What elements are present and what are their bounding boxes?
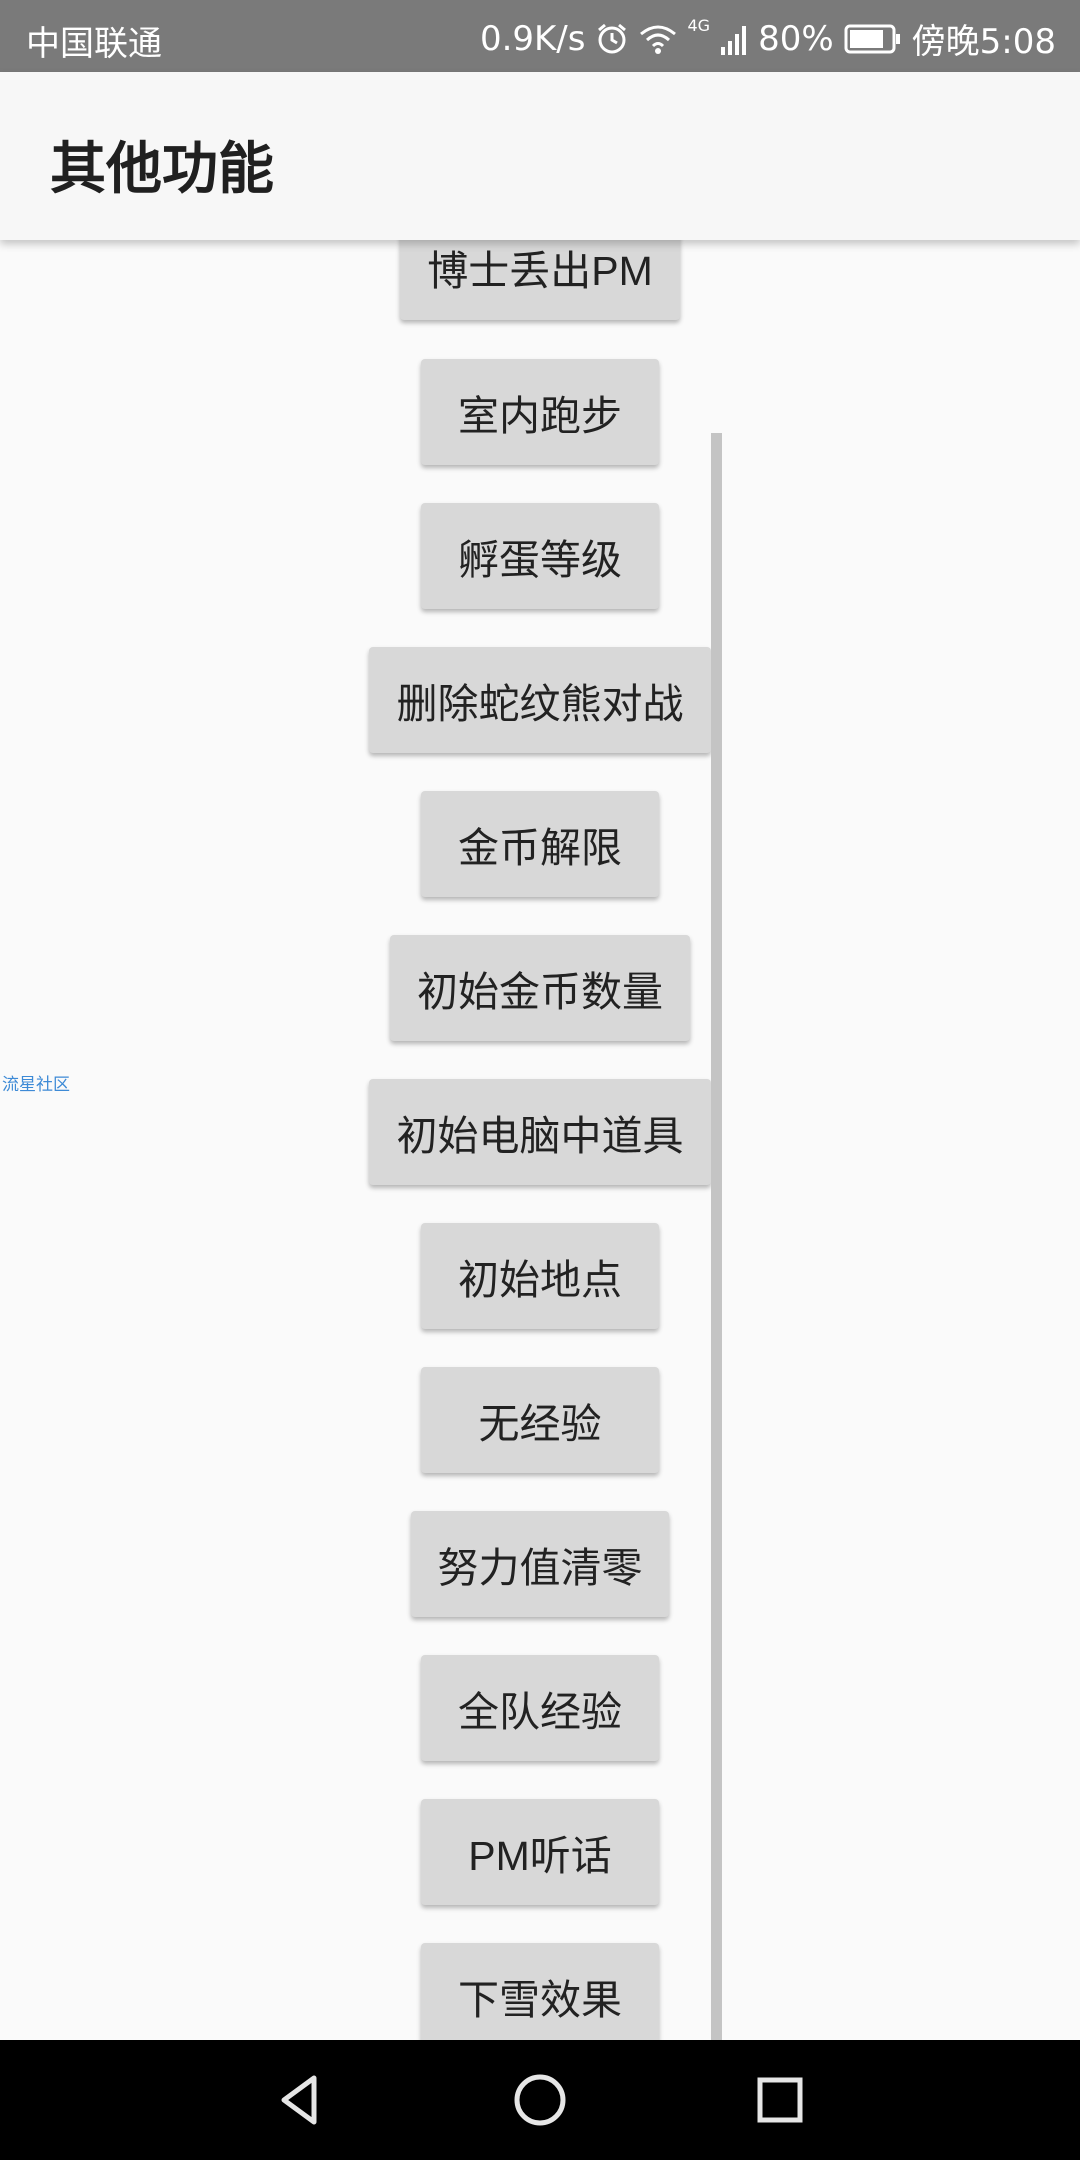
wifi-icon xyxy=(639,23,677,55)
battery-icon xyxy=(844,24,902,54)
recents-icon[interactable] xyxy=(750,2070,810,2130)
button-snow-effect[interactable]: 下雪效果 xyxy=(421,1943,659,2040)
clock: 傍晚5:08 xyxy=(911,22,1056,62)
button-pm-obey[interactable]: PM听话 xyxy=(421,1799,659,1905)
page-title: 其他功能 xyxy=(50,137,274,202)
navigation-bar xyxy=(0,2040,1080,2160)
function-list[interactable]: 博士丢出PM 室内跑步 孵蛋等级 删除蛇纹熊对战 金币解限 初始金币数量 初始电… xyxy=(0,240,1080,2040)
network-speed: 0.9K/s xyxy=(479,18,586,59)
carrier-name: 中国联通 xyxy=(26,24,162,64)
button-indoor-running[interactable]: 室内跑步 xyxy=(421,359,659,465)
button-initial-pc-items[interactable]: 初始电脑中道具 xyxy=(369,1079,711,1185)
battery-percent: 80% xyxy=(758,18,834,59)
app-bar: 其他功能 xyxy=(0,72,1080,240)
button-coin-unlimit[interactable]: 金币解限 xyxy=(421,791,659,897)
community-link[interactable]: 流星社区 xyxy=(2,1075,70,1095)
button-delete-zigzagoon-battle[interactable]: 删除蛇纹熊对战 xyxy=(369,647,711,753)
status-bar-right: 0.9K/s 4G 80% xyxy=(480,14,1056,63)
home-icon[interactable] xyxy=(510,2070,570,2130)
status-bar: 中国联通 0.9K/s 4G xyxy=(0,0,1080,72)
button-reset-ev[interactable]: 努力值清零 xyxy=(411,1511,669,1617)
signal-icon xyxy=(720,23,748,55)
alarm-icon xyxy=(595,22,629,56)
button-team-exp[interactable]: 全队经验 xyxy=(421,1655,659,1761)
back-icon[interactable] xyxy=(270,2070,330,2130)
button-no-exp[interactable]: 无经验 xyxy=(421,1367,659,1473)
network-type: 4G xyxy=(687,16,711,35)
button-initial-coins[interactable]: 初始金币数量 xyxy=(390,935,690,1041)
button-initial-location[interactable]: 初始地点 xyxy=(421,1223,659,1329)
button-doctor-throw-pm[interactable]: 博士丢出PM xyxy=(400,240,680,320)
button-hatch-level[interactable]: 孵蛋等级 xyxy=(421,503,659,609)
scrollbar[interactable] xyxy=(711,433,722,2040)
